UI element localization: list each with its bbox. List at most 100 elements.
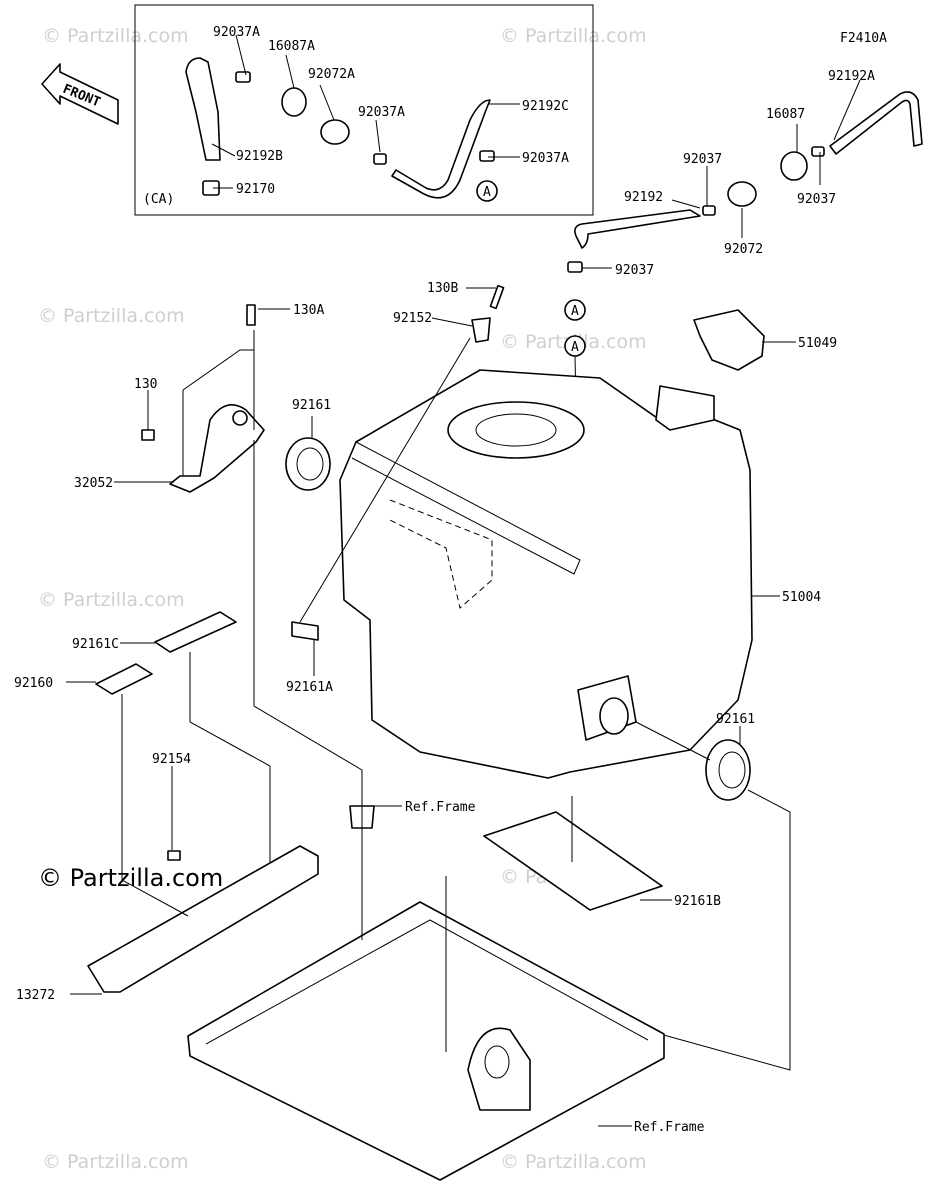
label-51004: 51004 bbox=[782, 590, 821, 605]
label-16087: 16087 bbox=[766, 107, 805, 122]
pad-92161B bbox=[483, 811, 663, 911]
tank-outlet-nozzle bbox=[599, 697, 629, 735]
label-92192: 92192 bbox=[624, 190, 663, 205]
frame-mount bbox=[467, 1027, 531, 1111]
bolt-130A bbox=[246, 304, 256, 326]
label-92170: 92170 bbox=[236, 182, 275, 197]
tank-top-hardware: 130B 92152 51049 bbox=[393, 281, 837, 371]
grommet-92161-2-inner bbox=[718, 751, 746, 789]
pad-92161C bbox=[154, 611, 237, 653]
front-arrow-shape bbox=[41, 63, 119, 125]
label-92037-3: 92037 bbox=[615, 263, 654, 278]
grommet-92161 bbox=[285, 437, 331, 491]
grommet-leaders bbox=[635, 721, 791, 1071]
bracket-assembly: 130A 130 32052 92161 bbox=[74, 303, 331, 493]
ca-inset: (CA) A 92037A 16087A 92072A 92037A 92192… bbox=[134, 4, 594, 216]
bracket-32052 bbox=[169, 404, 265, 493]
clamp-92037-2 bbox=[702, 205, 716, 216]
ca-leader-lines bbox=[211, 34, 520, 189]
ca-inset-frame bbox=[134, 4, 594, 216]
hose-92192B bbox=[185, 57, 221, 161]
watermark: © Partzilla.com bbox=[42, 25, 189, 47]
label-92161-1: 92161 bbox=[292, 398, 331, 413]
label-92192A: 92192A bbox=[828, 69, 875, 84]
fuel-line-assembly: A A 92192A 16087 92037 92192 92037 92072… bbox=[564, 69, 923, 457]
label-92152: 92152 bbox=[393, 311, 432, 326]
callout-a-text-2: A bbox=[571, 304, 579, 319]
label-130: 130 bbox=[134, 377, 157, 392]
label-130A: 130A bbox=[293, 303, 324, 318]
frame-hardware: 92154 Ref.Frame bbox=[152, 752, 476, 861]
label-92160: 92160 bbox=[14, 676, 53, 691]
bracket-hole bbox=[232, 410, 248, 426]
filter-16087A bbox=[281, 87, 307, 117]
label-16087A: 16087A bbox=[268, 39, 315, 54]
cap-51049 bbox=[693, 309, 765, 371]
tank-pump-opening bbox=[475, 413, 557, 447]
callout-a-circle-2 bbox=[564, 299, 586, 321]
watermark: © Partzilla.com bbox=[500, 1151, 647, 1173]
callout-a-text: A bbox=[483, 185, 491, 200]
label-92161C: 92161C bbox=[72, 637, 119, 652]
clamp-92037-1 bbox=[811, 146, 825, 157]
frame-platform bbox=[187, 901, 665, 1181]
tank-pump-flange bbox=[447, 401, 585, 459]
label-ref-frame-2: Ref.Frame bbox=[634, 1120, 705, 1135]
tank-strap bbox=[351, 441, 581, 575]
bracket-leaders bbox=[182, 330, 255, 476]
collar-92152 bbox=[471, 317, 491, 343]
diagram-code: F2410A bbox=[840, 31, 887, 46]
label-92154: 92154 bbox=[152, 752, 191, 767]
tank-filler-neck bbox=[655, 385, 715, 431]
bolt-130B bbox=[489, 284, 505, 310]
frame-rail bbox=[87, 845, 319, 993]
label-51049: 51049 bbox=[798, 336, 837, 351]
frame-inner-edge bbox=[205, 919, 649, 1045]
watermark: © Partzilla.com bbox=[42, 1151, 189, 1173]
label-92037A-1: 92037A bbox=[213, 25, 260, 40]
clip-92072 bbox=[727, 181, 757, 207]
frame-13272: 13272 Ref.Frame bbox=[16, 440, 705, 1181]
label-92072A: 92072A bbox=[308, 67, 355, 82]
callout-a-text-3: A bbox=[571, 340, 579, 355]
fuel-tank-51004: 51004 bbox=[339, 369, 821, 779]
label-92161-2: 92161 bbox=[716, 712, 755, 727]
clamp-92037A-2 bbox=[373, 153, 387, 165]
hose-92192 bbox=[574, 209, 701, 249]
callout-a-circle bbox=[476, 180, 498, 202]
grommet-92161-2 bbox=[705, 739, 751, 801]
tank-hidden-edge bbox=[389, 499, 493, 609]
bolt-92154 bbox=[167, 850, 181, 861]
watermark: © Partzilla.com bbox=[38, 589, 185, 611]
pad-92160 bbox=[95, 663, 153, 695]
frame-leaders bbox=[121, 440, 447, 1052]
label-92192B: 92192B bbox=[236, 149, 283, 164]
leader-92161B bbox=[571, 796, 672, 901]
ca-label: (CA) bbox=[143, 192, 174, 207]
pad-92161A bbox=[291, 621, 319, 641]
leader-92152-to-pad bbox=[299, 337, 471, 623]
label-92037A-2: 92037A bbox=[358, 105, 405, 120]
clamp-92037-3 bbox=[567, 261, 583, 273]
leader-92152 bbox=[431, 317, 473, 327]
grommet-right: 92161 bbox=[635, 712, 791, 1071]
pads: 92161C 92160 92161A bbox=[14, 337, 471, 695]
pad-underside: 92161B bbox=[483, 796, 721, 911]
label-92037-2: 92037 bbox=[797, 192, 836, 207]
label-13272: 13272 bbox=[16, 988, 55, 1003]
filter-16087 bbox=[780, 151, 808, 181]
hose-92192C bbox=[391, 99, 491, 199]
front-arrow: FRONT bbox=[41, 63, 119, 125]
watermark: © Partzilla.com bbox=[500, 25, 647, 47]
watermark: © Partzilla.com bbox=[38, 305, 185, 327]
label-92037-1: 92037 bbox=[683, 152, 722, 167]
label-32052: 32052 bbox=[74, 476, 113, 491]
frame-mount-hole bbox=[484, 1045, 510, 1079]
fuel-line-leaders bbox=[574, 79, 861, 457]
grommet-inner bbox=[296, 447, 324, 481]
label-92192C: 92192C bbox=[522, 99, 569, 114]
label-92037A-3: 92037A bbox=[522, 151, 569, 166]
clamp-92037A bbox=[235, 71, 251, 83]
watermark-main: © Partzilla.com bbox=[38, 864, 223, 892]
